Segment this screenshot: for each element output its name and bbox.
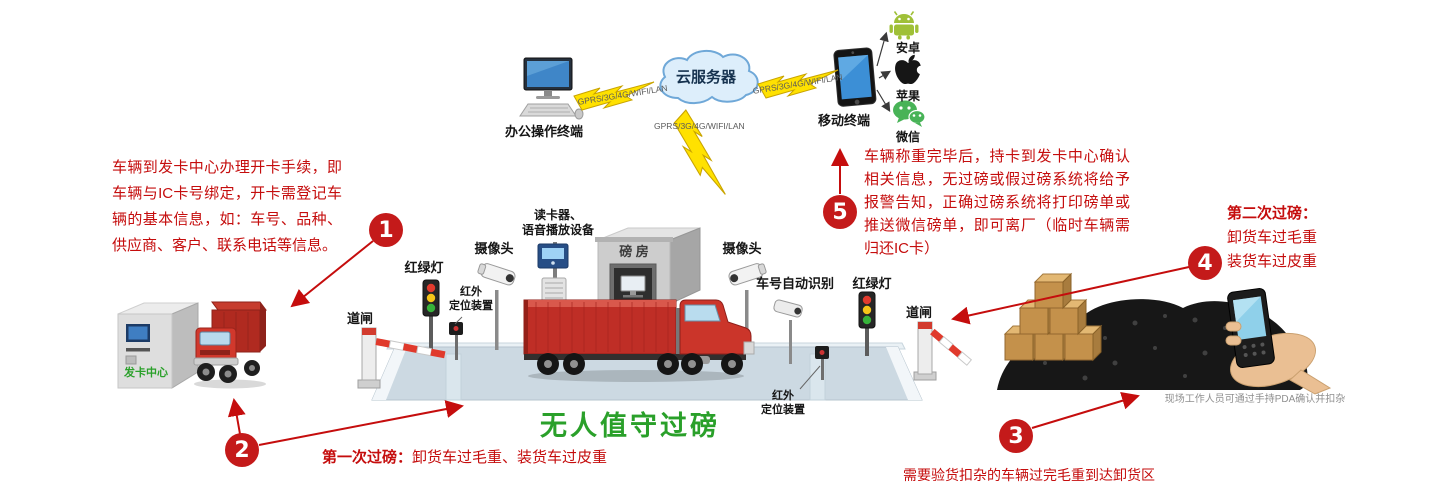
weigh-house bbox=[595, 227, 701, 305]
traffic-light-left-label: 红绿灯 bbox=[404, 260, 444, 275]
card-center-label: 发卡中心 bbox=[124, 367, 168, 379]
card-center-truck bbox=[193, 301, 267, 389]
pda-device bbox=[1227, 288, 1275, 368]
step2-title: 第一次过磅： bbox=[322, 449, 413, 466]
step-5-marker: 5 bbox=[823, 195, 857, 229]
scene-title: 无人值守过磅 bbox=[540, 411, 720, 441]
step-1-marker: 1 bbox=[369, 213, 403, 247]
wechat-icon bbox=[893, 100, 926, 127]
office-computer-icon bbox=[519, 57, 584, 120]
pda-caption: 现场工作人员可通过手持PDA确认并扣杂 bbox=[1164, 394, 1346, 405]
step4-title: 第二次过磅： bbox=[1227, 205, 1318, 222]
barrier-left-label: 道闸 bbox=[346, 311, 373, 326]
card-reader-label: 读卡器、 语音播放设备 bbox=[512, 208, 604, 238]
card-reader-label-line1: 读卡器、 bbox=[533, 208, 582, 222]
infrared-right-label: 红外 定位装置 bbox=[752, 389, 814, 417]
infrared-device-left-icon bbox=[449, 322, 463, 360]
infrared-left-line2: 定位装置 bbox=[449, 300, 493, 312]
infrared-left-label: 红外 定位装置 bbox=[440, 285, 502, 313]
infrared-right-line2: 定位装置 bbox=[761, 404, 805, 416]
card-center-building bbox=[117, 302, 199, 389]
barrier-right-label: 道闸 bbox=[905, 305, 932, 320]
step4-line1: 卸货车过毛重 bbox=[1227, 229, 1318, 246]
unloading-area bbox=[997, 272, 1332, 395]
step-2-marker: 2 bbox=[225, 433, 259, 467]
plate-recognition-camera-icon bbox=[773, 299, 803, 364]
android-icon bbox=[889, 11, 919, 40]
step1-description: 车辆到发卡中心办理开卡手续，即车辆与IC卡号绑定，开卡需登记车辆的基本信息，如：… bbox=[112, 159, 342, 254]
plate-recognition-label: 车号自动识别 bbox=[755, 276, 834, 291]
cloud-server-label: 云服务器 bbox=[675, 69, 736, 86]
cloud-server-icon bbox=[659, 50, 759, 105]
step3-description: 需要验货扣杂的车辆过完毛重到达卸货区 bbox=[903, 467, 1155, 483]
step-4-marker: 4 bbox=[1188, 246, 1222, 280]
hand-with-pda bbox=[1225, 288, 1332, 395]
infrared-right-line1: 红外 bbox=[772, 390, 794, 402]
traffic-light-right-icon bbox=[858, 291, 876, 356]
barrier-gate-right-icon bbox=[913, 321, 973, 381]
office-terminal-label: 办公操作终端 bbox=[504, 124, 583, 139]
step-3-marker: 3 bbox=[999, 419, 1033, 453]
cctv-camera-left-icon bbox=[477, 263, 516, 350]
traffic-light-right-label: 红绿灯 bbox=[852, 276, 892, 291]
gprs-label-down: GPRS/3G/4G/WIFI/LAN bbox=[654, 121, 745, 131]
step4-description: 第二次过磅： 卸货车过毛重 装货车过皮重 bbox=[1227, 202, 1317, 274]
wechat-label: 微信 bbox=[895, 130, 920, 144]
traffic-light-left-icon bbox=[422, 279, 440, 350]
weigh-house-label: 磅 房 bbox=[619, 244, 649, 259]
camera-left-label: 摄像头 bbox=[474, 241, 514, 256]
step4-line2: 装货车过皮重 bbox=[1227, 253, 1318, 270]
step5-description: 车辆称重完毕后，持卡到发卡中心确认相关信息，无过磅或假过磅系统将给予报警告知，正… bbox=[864, 148, 1130, 257]
mobile-terminal-label: 移动终端 bbox=[817, 113, 870, 128]
step2-description: 第一次过磅：卸货车过毛重、装货车过皮重 bbox=[322, 446, 607, 467]
step2-text: 卸货车过毛重、装货车过皮重 bbox=[412, 449, 608, 466]
apple-icon bbox=[895, 54, 926, 85]
card-reader-label-line2: 语音播放设备 bbox=[521, 223, 594, 237]
infrared-device-right-icon bbox=[815, 346, 829, 380]
android-label: 安卓 bbox=[895, 41, 920, 55]
barrier-gate-left-icon bbox=[357, 327, 446, 389]
camera-right-label: 摄像头 bbox=[722, 241, 762, 256]
infrared-left-line1: 红外 bbox=[460, 286, 482, 298]
cctv-camera-right-icon bbox=[728, 263, 767, 350]
apple-label: 苹果 bbox=[895, 89, 920, 103]
scale-truck bbox=[523, 299, 755, 382]
